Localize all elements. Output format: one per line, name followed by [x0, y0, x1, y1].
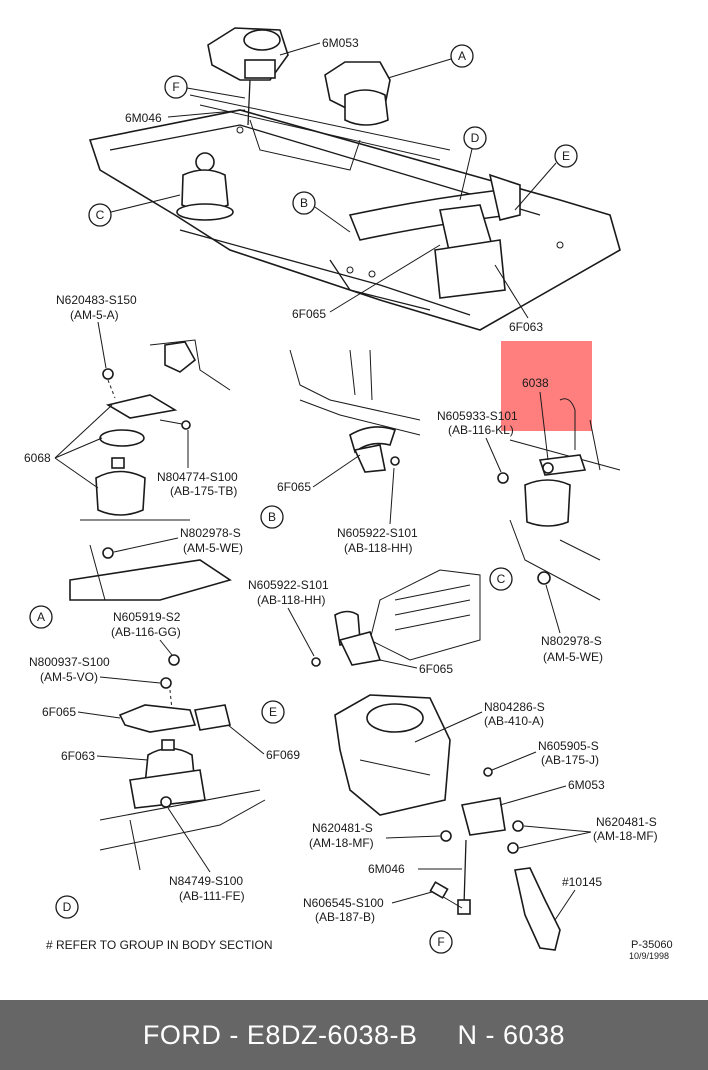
top-label-6m053: 6M053 — [322, 36, 359, 50]
detail-f-n804286-number: N804286-S — [484, 700, 545, 714]
detail-b-circle: B — [260, 505, 284, 529]
detail-f-n804286-code: (AB-410-A) — [484, 714, 544, 728]
detail-f-circle-letter: F — [437, 935, 444, 949]
top-mount-c — [176, 152, 234, 221]
top-circle-c-letter: C — [96, 208, 105, 222]
illustration-date: 10/9/1998 — [629, 951, 669, 961]
detail-c-label-6038: 6038 — [522, 376, 549, 390]
top-circle-c: C — [88, 194, 181, 227]
engine-mount-diagram: A F D E B C 6M053 6M046 6F065 6F063 — [24, 27, 673, 961]
detail-c-circle-letter: C — [497, 572, 506, 586]
body-section-note: # REFER TO GROUP IN BODY SECTION — [46, 938, 273, 952]
detail-b-label-6f065: 6F065 — [277, 480, 311, 494]
illustration-number: P-35060 — [631, 939, 673, 951]
detail-f-label-6m046: 6M046 — [368, 862, 405, 876]
detail-c-circle: C — [489, 567, 513, 591]
detail-e-circle: E — [261, 700, 285, 724]
detail-d-circle: D — [55, 895, 79, 919]
detail-b-circle-letter: B — [268, 510, 276, 524]
subframe-assembly — [88, 94, 621, 331]
top-circle-b: B — [292, 191, 351, 233]
footer-brand: FORD — [142, 1019, 222, 1050]
detail-a-n804774-code: (AB-175-TB) — [170, 484, 237, 498]
detail-f-circle: F — [429, 930, 453, 954]
detail-d-n84749-code: (AB-111-FE) — [179, 889, 245, 903]
top-circle-b-letter: B — [300, 196, 308, 210]
detail-d-circle-letter: D — [63, 900, 72, 914]
detail-b-n605922-code: (AB-118-HH) — [344, 541, 412, 555]
detail-e-n605922-code: (AB-118-HH) — [257, 593, 325, 607]
detail-a-label-6068: 6068 — [24, 451, 51, 465]
top-label-6f063: 6F063 — [509, 320, 543, 334]
detail-f-n606545-number: N606545-S100 — [303, 896, 384, 910]
detail-f-n606545-code: (AB-187-B) — [315, 910, 375, 924]
top-circle-a: A — [387, 44, 474, 79]
detail-e-n605922-number: N605922-S101 — [248, 578, 329, 592]
detail-a-n802978-number: N802978-S — [180, 526, 241, 540]
detail-a-circle: A — [29, 605, 53, 629]
detail-b-n605922-number: N605922-S101 — [337, 526, 418, 540]
detail-c-n802978-code: (AM-5-WE) — [543, 650, 603, 664]
detail-d-parts — [99, 654, 266, 871]
detail-e-label-6f065: 6F065 — [419, 662, 453, 676]
detail-a-n802978-code: (AM-5-WE) — [183, 541, 243, 555]
detail-d-label-6f069: 6F069 — [266, 748, 300, 762]
detail-d-label-6f063: 6F063 — [61, 749, 95, 763]
top-mount-d — [348, 173, 522, 299]
part-number-banner: FORD - E8DZ-6038-B N - 6038 — [0, 1000, 708, 1070]
footer-separator: - — [221, 1019, 247, 1050]
detail-a-n804774-number: N804774-S100 — [157, 470, 238, 484]
top-mount-6m053 — [207, 27, 289, 126]
detail-a-n620483-code: (AM-5-A) — [70, 308, 119, 322]
detail-b-parts — [289, 349, 421, 473]
detail-c-parts — [497, 398, 621, 601]
top-mount-a — [324, 61, 391, 126]
detail-f-n605905-number: N605905-S — [538, 739, 599, 753]
detail-f-n620481-left-number: N620481-S — [312, 821, 373, 835]
top-label-6f065: 6F065 — [292, 307, 326, 321]
detail-f-n620481-right-number: N620481-S — [596, 815, 657, 829]
detail-a-n620483-number: N620483-S150 — [56, 293, 137, 307]
detail-e-parts — [311, 569, 481, 667]
detail-d-n605919-number: N605919-S2 — [113, 610, 181, 624]
top-circle-e: E — [514, 144, 578, 211]
footer-code: N - 6038 — [457, 1019, 566, 1050]
footer-gap — [418, 1020, 458, 1051]
detail-a-parts — [69, 339, 232, 601]
top-circle-f-letter: F — [172, 80, 179, 94]
detail-d-n800937-number: N800937-S100 — [29, 655, 110, 669]
top-circle-d-letter: D — [471, 131, 480, 145]
detail-f-label-10145: #10145 — [562, 875, 602, 889]
detail-d-n84749-number: N84749-S100 — [169, 874, 243, 888]
top-circle-d: D — [459, 126, 487, 201]
detail-f-parts — [334, 694, 561, 951]
detail-d-n800937-code: (AM-5-VO) — [40, 670, 98, 684]
detail-f-label-6m053: 6M053 — [568, 778, 605, 792]
detail-f-n620481-left-code: (AM-18-MF) — [309, 836, 374, 850]
highlight-box-6038 — [501, 341, 592, 431]
footer-part-number: E8DZ-6038-B — [246, 1019, 418, 1050]
top-circle-e-letter: E — [562, 149, 570, 163]
detail-a-circle-letter: A — [37, 610, 45, 624]
detail-c-n802978-number: N802978-S — [541, 634, 602, 648]
top-circle-f: F — [164, 75, 246, 99]
detail-e-circle-letter: E — [269, 705, 277, 719]
detail-d-label-6f065: 6F065 — [42, 705, 76, 719]
top-label-6m046: 6M046 — [125, 111, 162, 125]
detail-c-n605933-number: N605933-S101 — [437, 409, 518, 423]
detail-c-n605933-code: (AB-116-KL) — [448, 423, 514, 437]
top-circle-a-letter: A — [458, 49, 466, 63]
detail-d-n605919-code: (AB-116-GG) — [111, 625, 181, 639]
detail-f-n620481-right-code: (AM-18-MF) — [593, 829, 658, 843]
detail-f-n605905-code: (AB-175-J) — [541, 753, 599, 767]
